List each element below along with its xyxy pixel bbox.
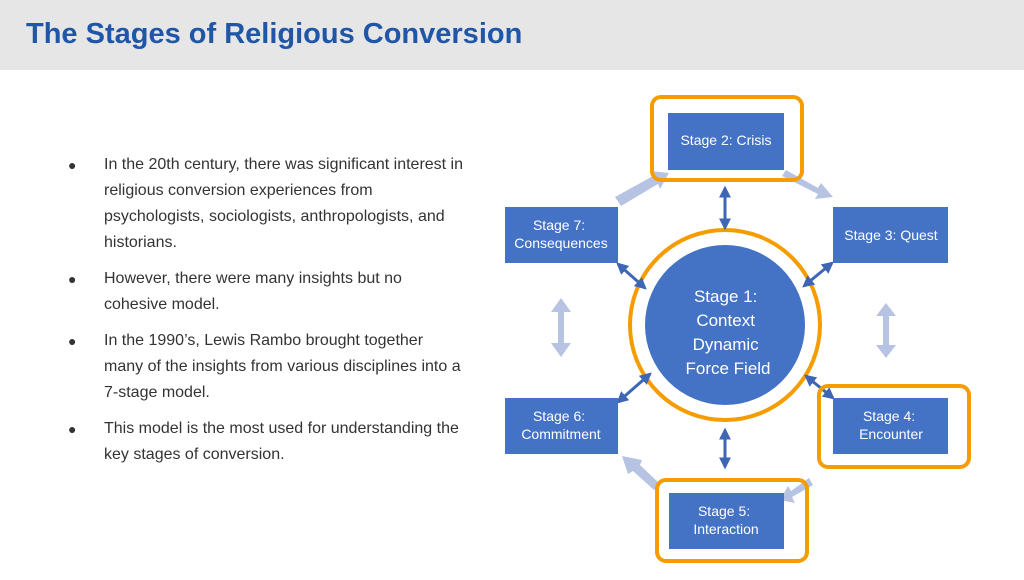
connector-1-7 bbox=[616, 262, 647, 290]
bullet-icon: ● bbox=[68, 333, 77, 349]
cycle-arrow-5-6 bbox=[622, 456, 660, 490]
stage-7-box bbox=[505, 207, 618, 263]
stage-6-line-2: Commitment bbox=[521, 426, 600, 442]
cycle-arrow-7-2 bbox=[615, 171, 669, 206]
stage-5-highlight bbox=[655, 478, 809, 563]
stage-7-line-2: Consequences bbox=[514, 235, 607, 251]
stage-4-box bbox=[833, 398, 948, 454]
bullet-list: ● In the 20th century, there was signific… bbox=[66, 152, 466, 478]
bullet-icon: ● bbox=[68, 271, 77, 287]
cycle-arrow-3-4 bbox=[876, 303, 896, 358]
cycle-arrow-2-3 bbox=[782, 170, 833, 199]
bullet-text: However, there were many insights but no… bbox=[104, 270, 402, 313]
cycle-arrow-6-7 bbox=[551, 298, 571, 357]
stage-7-label: Stage 7: Consequences bbox=[514, 217, 607, 251]
stage-3-label: Stage 3: Quest bbox=[844, 227, 938, 243]
stage-5-line-2: Interaction bbox=[693, 521, 758, 537]
connector-1-6 bbox=[616, 372, 652, 404]
bullet-text: In the 20th century, there was significa… bbox=[104, 156, 464, 251]
stage-3-line-1: Stage 3: Quest bbox=[844, 227, 938, 243]
title-bar: The Stages of Religious Conversion bbox=[0, 0, 1024, 70]
stage-7-line-1: Stage 7: bbox=[533, 217, 585, 233]
stage-4-label: Stage 4: Encounter bbox=[859, 408, 923, 442]
connector-1-4 bbox=[804, 374, 835, 400]
bullet-item: ● In the 1990’s, Lewis Rambo brought toge… bbox=[66, 328, 466, 406]
stage-1-line-1: Stage 1: bbox=[694, 287, 757, 306]
bullet-text: This model is the most used for understa… bbox=[104, 420, 459, 463]
bullet-icon: ● bbox=[68, 157, 77, 173]
stage-1-line-3: Dynamic bbox=[693, 335, 760, 354]
connector-1-3 bbox=[802, 261, 834, 288]
stage-2-line-1: Stage 2: Crisis bbox=[680, 132, 771, 148]
stage-5-label: Stage 5: Interaction bbox=[693, 503, 758, 537]
stage-6-line-1: Stage 6: bbox=[533, 408, 585, 424]
stage-4-line-2: Encounter bbox=[859, 426, 923, 442]
stage-1-label: Stage 1: Context Dynamic Force Field bbox=[685, 287, 770, 378]
stage-5-box bbox=[669, 493, 784, 549]
stage-1-circle bbox=[645, 245, 805, 405]
stage-6-box bbox=[505, 398, 618, 454]
stage-6-label: Stage 6: Commitment bbox=[521, 408, 600, 442]
stage-2-box bbox=[668, 113, 784, 170]
stage-1-line-2: Context bbox=[696, 311, 755, 330]
bullet-text: In the 1990’s, Lewis Rambo brought toget… bbox=[104, 332, 461, 401]
bullet-item: ● In the 20th century, there was signific… bbox=[66, 152, 466, 256]
stage-5-line-1: Stage 5: bbox=[698, 503, 750, 519]
page-title: The Stages of Religious Conversion bbox=[26, 18, 523, 50]
stage-2-highlight bbox=[650, 95, 804, 182]
bullet-item: ● This model is the most used for underst… bbox=[66, 416, 466, 468]
stage-2-label: Stage 2: Crisis bbox=[680, 132, 771, 148]
stage-4-highlight bbox=[817, 384, 971, 469]
bullet-item: ● However, there were many insights but n… bbox=[66, 266, 466, 318]
stage-1-line-4: Force Field bbox=[685, 359, 770, 378]
stage-4-line-1: Stage 4: bbox=[863, 408, 915, 424]
bullet-icon: ● bbox=[68, 421, 77, 437]
stage-3-box bbox=[833, 207, 948, 263]
